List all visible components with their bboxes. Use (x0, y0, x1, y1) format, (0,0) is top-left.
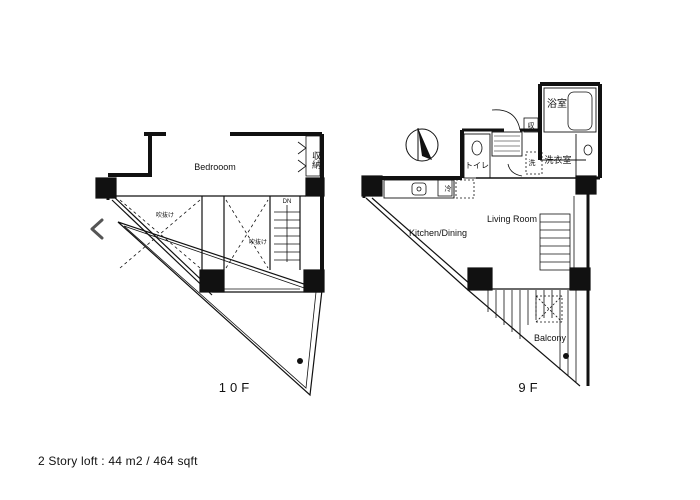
void-areas (119, 199, 269, 269)
column (575, 175, 597, 195)
chevron-left-icon[interactable] (84, 212, 112, 246)
room-label-kitchen-dining: Kitchen/Dining (409, 228, 467, 238)
room-label-storage: 収納 (311, 150, 321, 170)
stair-9f (539, 196, 575, 271)
room-label-bath: 浴室 (547, 97, 567, 110)
room-label-living: Living Room (487, 214, 537, 224)
balcony-hatch (487, 290, 577, 382)
column (361, 175, 383, 197)
room-label-toilet: トイレ (465, 161, 489, 170)
north-arrow-icon (405, 128, 439, 162)
column (305, 177, 325, 197)
floor-10f (95, 132, 325, 397)
room-label-balcony: Balcony (534, 333, 567, 343)
floor-label-10f: 10F (219, 380, 253, 395)
storage-closet (305, 135, 321, 177)
stair-10f (274, 205, 300, 262)
walls-10f (106, 132, 324, 397)
column (467, 267, 493, 291)
room-label-bedroom: Bedrooom (194, 162, 236, 172)
column (95, 177, 117, 199)
column (199, 269, 225, 293)
bath-room (543, 87, 597, 133)
room-label-void-2: 吹抜け (249, 238, 267, 246)
room-label-void-1: 吹抜け (156, 211, 174, 219)
room-label-wash-small: 洗 (529, 158, 536, 167)
room-label-storage-small: 収 (528, 122, 535, 130)
room-label-wash: 洗衣室 (544, 154, 571, 165)
drain-dot (297, 358, 303, 364)
floor-label-9f: 9F (518, 380, 541, 395)
column (303, 269, 325, 293)
room-label-closet: 冷 (445, 184, 452, 193)
stair-label-dn: DN (283, 199, 292, 205)
drain-dot (563, 353, 569, 359)
column (569, 267, 591, 291)
area-caption: 2 Story loft : 44 m2 / 464 sqft (38, 454, 198, 468)
floor-9f (361, 82, 602, 387)
